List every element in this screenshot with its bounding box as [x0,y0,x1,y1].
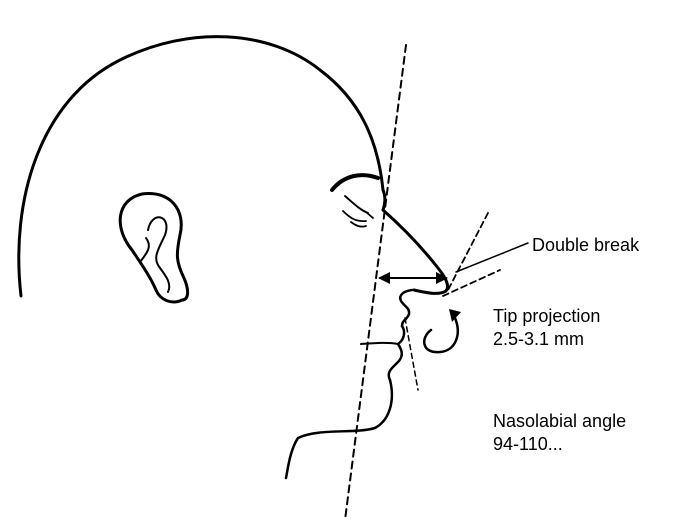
ear-helix [140,238,149,262]
eye-lashes [343,211,373,227]
nasolabial-angle-label: Nasolabial angle 94-110... [493,410,626,456]
tip-projection-value: 2.5-3.1 mm [493,328,600,351]
nasolabial-value: 94-110... [493,433,626,456]
nasolabial-title: Nasolabial angle [493,410,626,433]
eyelid [345,196,368,213]
nasolabial-angle-arc [424,318,457,352]
tip-projection-title: Tip projection [493,305,600,328]
double-break-leader [456,243,528,272]
double-break-line-2 [443,270,500,296]
facial-plane-line [345,45,406,520]
tip-arrowhead-left [378,272,390,284]
eyebrow [332,175,378,190]
tip-projection-label: Tip projection 2.5-3.1 mm [493,305,600,351]
head-outline [19,37,383,296]
mouth-line [361,343,398,344]
ear-outer [120,193,187,301]
lips-outline [389,326,404,380]
chin-neck-outline [286,380,392,478]
nasolabial-guide-line [405,318,418,390]
double-break-label: Double break [532,234,639,257]
